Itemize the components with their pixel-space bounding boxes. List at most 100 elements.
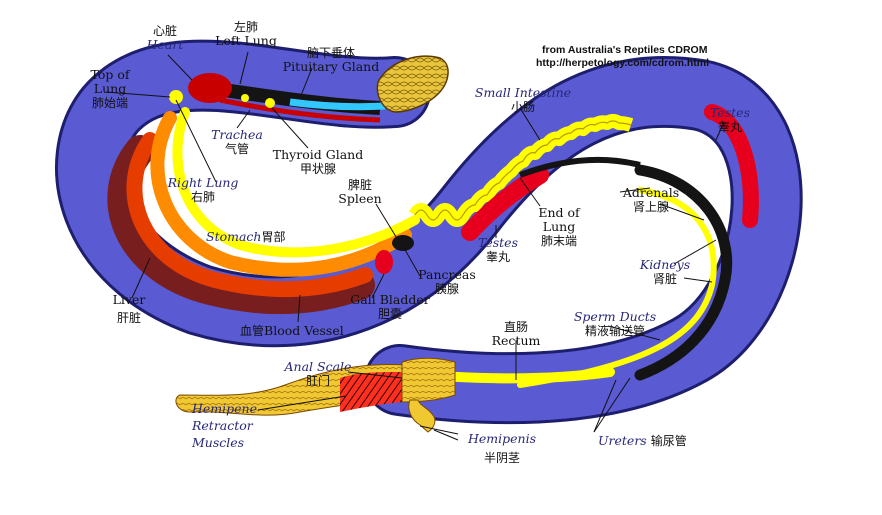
stomach-band: [150, 111, 412, 277]
label-thyroid-cn: 甲状腺: [299, 162, 336, 176]
label-liver-cn: 肝脏: [116, 311, 141, 325]
label-top-of-lung-en1: Top of: [90, 67, 130, 82]
label-testes-lower-cn: 睾丸: [485, 250, 510, 264]
label-right-lung-en: Right Lung: [167, 175, 239, 190]
label-gall-bladder-en: Gall Bladder: [350, 292, 430, 307]
kidney-organ: [634, 164, 733, 381]
label-kidneys: Kidneys 肾脏: [632, 257, 698, 287]
label-end-of-lung-en2: Lung: [542, 219, 576, 234]
hemipenis-organ: [408, 399, 436, 433]
label-hemipene-retractor: Hemipene Retractor Muscles: [192, 400, 257, 451]
thyroid-band: [289, 98, 386, 111]
label-pancreas-en: Pancreas: [418, 267, 476, 282]
label-hemipene-en2: Retractor: [192, 418, 253, 433]
label-right-lung: Right Lung 右肺: [160, 175, 246, 205]
label-kidneys-en: Kidneys: [639, 257, 691, 272]
pituitary-dot: [241, 94, 249, 102]
trachea-organ: [219, 97, 381, 123]
label-rectum-en: Rectum: [491, 333, 541, 348]
label-small-intestine: Small Intestine 小肠: [466, 85, 580, 115]
spleen-organ: [392, 235, 414, 251]
label-top-of-lung-en2: Lung: [93, 81, 127, 96]
label-testes-upper-cn: 睾丸: [717, 120, 742, 134]
label-hemipene-en3: Muscles: [192, 435, 245, 450]
label-adrenals-cn: 肾上腺: [632, 200, 669, 214]
label-right-lung-cn: 右肺: [190, 190, 215, 204]
label-blood-vessel-en: Blood Vessel: [264, 323, 344, 338]
label-end-of-lung-en1: End of: [538, 205, 580, 220]
testes-upper-organ: [704, 104, 759, 228]
liver-organ: [107, 135, 375, 315]
end-of-lung-line: [518, 156, 641, 178]
label-blood-vessel: 血管Blood Vessel: [240, 323, 344, 339]
label-adrenals-en: Adrenals: [622, 185, 680, 200]
label-heart: 心脏 Heart: [140, 24, 190, 52]
gall-bladder-organ: [375, 250, 393, 274]
label-hemipenis: Hemipenis 半阴茎: [462, 431, 542, 466]
credit-url: http://herpetology.com/cdrom.html: [536, 57, 710, 69]
label-hemipenis-en: Hemipenis: [467, 431, 536, 446]
label-pancreas: Pancreas 胰腺: [412, 267, 482, 297]
label-end-of-lung: End of Lung 肺末端: [527, 205, 591, 249]
anal-scale-region: [401, 357, 456, 403]
label-top-of-lung-cn: 肺始端: [91, 96, 128, 110]
label-sperm-ducts-cn: 精液输送管: [584, 324, 645, 338]
thyroid-dot: [265, 98, 275, 108]
label-anal-scale-en: Anal Scale: [284, 359, 352, 374]
label-stomach-cn: 胃部: [261, 230, 286, 244]
label-thyroid-en: Thyroid Gland: [272, 147, 364, 162]
label-top-of-lung: Top of Lung 肺始端: [80, 67, 140, 111]
label-left-lung: 左肺 Left Lung: [205, 20, 287, 48]
credit-line-1: from Australia's Reptiles CDROM: [542, 44, 708, 56]
label-stomach-en: Stomach: [206, 229, 262, 244]
label-spleen: 脾脏 Spleen: [330, 178, 390, 206]
label-adrenals: Adrenals 肾上腺: [612, 185, 690, 215]
label-left-lung-cn: 左肺: [233, 20, 258, 34]
label-kidneys-cn: 肾脏: [652, 272, 677, 286]
hemipene-muscle: [340, 372, 402, 412]
label-pancreas-cn: 胰腺: [434, 282, 459, 296]
label-heart-en: Heart: [146, 37, 184, 52]
label-pituitary-en: Pituitary Gland: [282, 59, 380, 74]
label-trachea-cn: 气管: [224, 142, 249, 156]
label-rectum-cn: 直肠: [503, 320, 528, 334]
leader-lines: [105, 51, 725, 441]
label-small-intestine-cn: 小肠: [510, 100, 535, 114]
label-ureters: Ureters 输尿管: [598, 433, 687, 449]
label-liver: Liver 肝脏: [104, 292, 154, 326]
sperm-duct-line: [517, 187, 717, 388]
label-heart-cn: 心脏: [152, 24, 177, 38]
label-spleen-cn: 脾脏: [347, 178, 372, 192]
heart-organ: [188, 73, 232, 103]
label-pituitary-cn: 脑下垂体: [306, 46, 355, 60]
top-of-lung-dot: [169, 90, 183, 104]
label-left-lung-en: Left Lung: [215, 33, 277, 48]
label-anal-scale-cn: 肛门: [305, 374, 330, 388]
label-ureters-en: Ureters: [598, 433, 647, 448]
label-testes-upper-en: Testes: [709, 105, 750, 120]
label-trachea-en: Trachea: [211, 127, 263, 142]
label-testes-lower: Testes 睾丸: [470, 235, 526, 265]
label-testes-lower-en: Testes: [477, 235, 518, 250]
label-pituitary: 脑下垂体 Pituitary Gland: [272, 46, 390, 74]
label-sperm-ducts: Sperm Ducts 精液输送管: [560, 309, 670, 339]
label-liver-en: Liver: [112, 292, 146, 307]
liver-inner: [126, 132, 373, 298]
label-trachea: Trachea 气管: [205, 127, 269, 157]
label-end-of-lung-cn: 肺末端: [540, 234, 577, 248]
label-gall-bladder: Gall Bladder 胆囊: [340, 292, 440, 322]
label-sperm-ducts-en: Sperm Ducts: [573, 309, 657, 324]
snake-head: [376, 55, 449, 113]
label-anal-scale: Anal Scale 肛门: [280, 359, 356, 389]
testes-lower-organ: [461, 166, 549, 241]
label-hemipene-en1: Hemipene: [192, 401, 257, 416]
stomach-organ: [172, 107, 420, 258]
label-small-intestine-en: Small Intestine: [474, 85, 572, 100]
label-ureters-cn: 输尿管: [650, 434, 687, 448]
label-hemipenis-cn: 半阴茎: [483, 451, 520, 465]
label-spleen-en: Spleen: [338, 191, 382, 206]
label-thyroid: Thyroid Gland 甲状腺: [266, 147, 370, 177]
label-blood-vessel-cn: 血管: [240, 324, 265, 338]
